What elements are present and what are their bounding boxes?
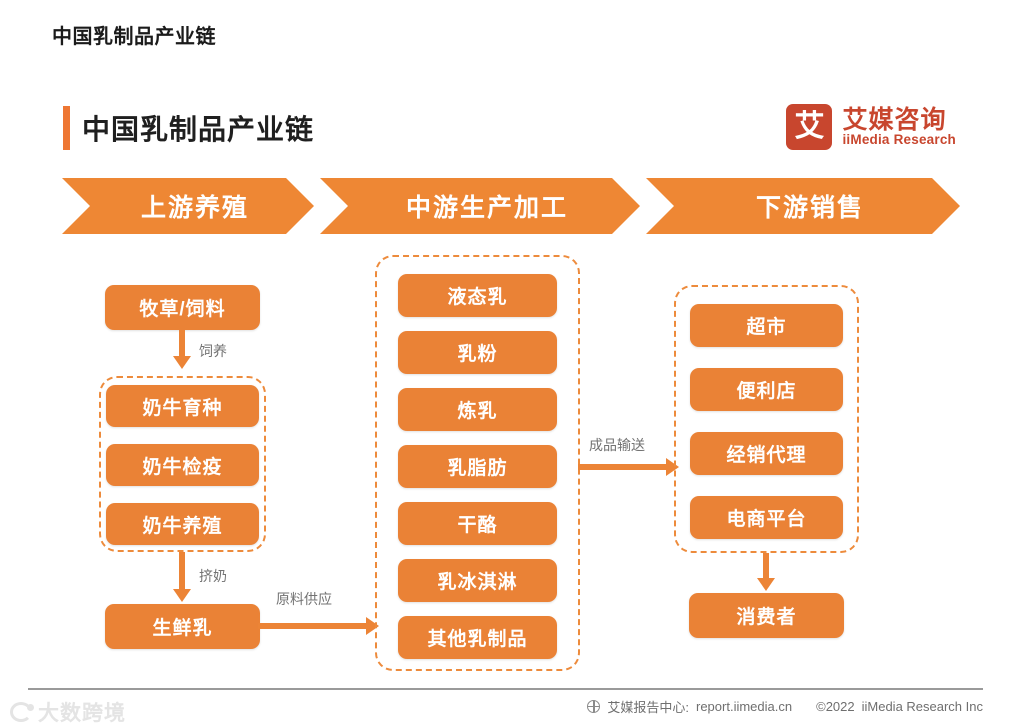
node-ecommerce: 电商平台 — [690, 496, 843, 539]
brand-mark-icon: 艾 — [786, 104, 833, 150]
edge-label-finished-goods: 成品输送 — [589, 437, 645, 453]
node-milk-fat: 乳脂肪 — [398, 445, 557, 488]
node-cheese: 干酪 — [398, 502, 557, 545]
banner-upstream: 上游养殖 — [62, 178, 314, 234]
footer-source-url[interactable]: report.iimedia.cn — [696, 699, 793, 714]
node-condensed-milk: 炼乳 — [398, 388, 557, 431]
node-distributor: 经销代理 — [690, 432, 843, 475]
stage-banners: 上游养殖 中游生产加工 下游销售 — [62, 178, 960, 240]
arrow-channels-to-consumer-icon — [757, 578, 775, 591]
connector-channels-to-consumer — [763, 553, 769, 581]
footer-divider — [28, 688, 983, 690]
page-title: 中国乳制品产业链 — [52, 26, 216, 48]
globe-icon — [587, 700, 601, 713]
node-convenience-store: 便利店 — [690, 368, 843, 411]
connector-feed-to-group — [179, 330, 185, 360]
watermark: 大数跨境 — [10, 697, 126, 727]
connector-production-to-channels — [578, 464, 670, 470]
group-channels — [674, 285, 859, 553]
arrow-group-to-milk-icon — [173, 589, 191, 602]
node-raw-milk: 生鲜乳 — [105, 604, 260, 649]
group-production — [375, 255, 580, 671]
node-milk-powder: 乳粉 — [398, 331, 557, 374]
footer-credits: 艾媒报告中心: report.iimedia.cn ©2022 iiMedia … — [587, 697, 983, 716]
brand-name-en: iiMedia Research — [842, 132, 956, 148]
watermark-text: 大数跨境 — [38, 702, 126, 725]
node-other-dairy: 其他乳制品 — [398, 616, 557, 659]
connector-group-to-milk — [179, 552, 185, 594]
arrow-feed-to-group-icon — [173, 356, 191, 369]
chart-title: 中国乳制品产业链 — [82, 114, 315, 145]
node-feed: 牧草/饲料 — [105, 285, 260, 330]
connector-milk-to-production — [258, 623, 368, 629]
footer-company: iiMedia Research Inc — [861, 699, 983, 714]
node-supermarket: 超市 — [690, 304, 843, 347]
edge-label-raw-supply: 原料供应 — [276, 591, 332, 607]
node-cow-farming: 奶牛养殖 — [106, 503, 259, 545]
group-breeding — [99, 376, 266, 552]
edge-label-feeding: 饲养 — [199, 343, 227, 359]
footer-source-label: 艾媒报告中心: — [607, 700, 689, 715]
edge-label-milking: 挤奶 — [199, 568, 227, 584]
banner-downstream: 下游销售 — [646, 178, 960, 234]
node-cow-breeding: 奶牛育种 — [106, 385, 259, 427]
watermark-icon — [10, 702, 34, 722]
banner-midstream: 中游生产加工 — [320, 178, 640, 234]
title-accent-bar — [63, 106, 70, 150]
brand-text: 艾媒咨询 iiMedia Research — [842, 107, 956, 147]
node-ice-cream: 乳冰淇淋 — [398, 559, 557, 602]
brand-logo: 艾 艾媒咨询 iiMedia Research — [786, 104, 956, 150]
node-consumer: 消费者 — [689, 593, 844, 638]
brand-name-cn: 艾媒咨询 — [842, 105, 947, 134]
footer-copyright: ©2022 — [816, 699, 855, 714]
node-cow-quarantine: 奶牛检疫 — [106, 444, 259, 486]
node-liquid-milk: 液态乳 — [398, 274, 557, 317]
